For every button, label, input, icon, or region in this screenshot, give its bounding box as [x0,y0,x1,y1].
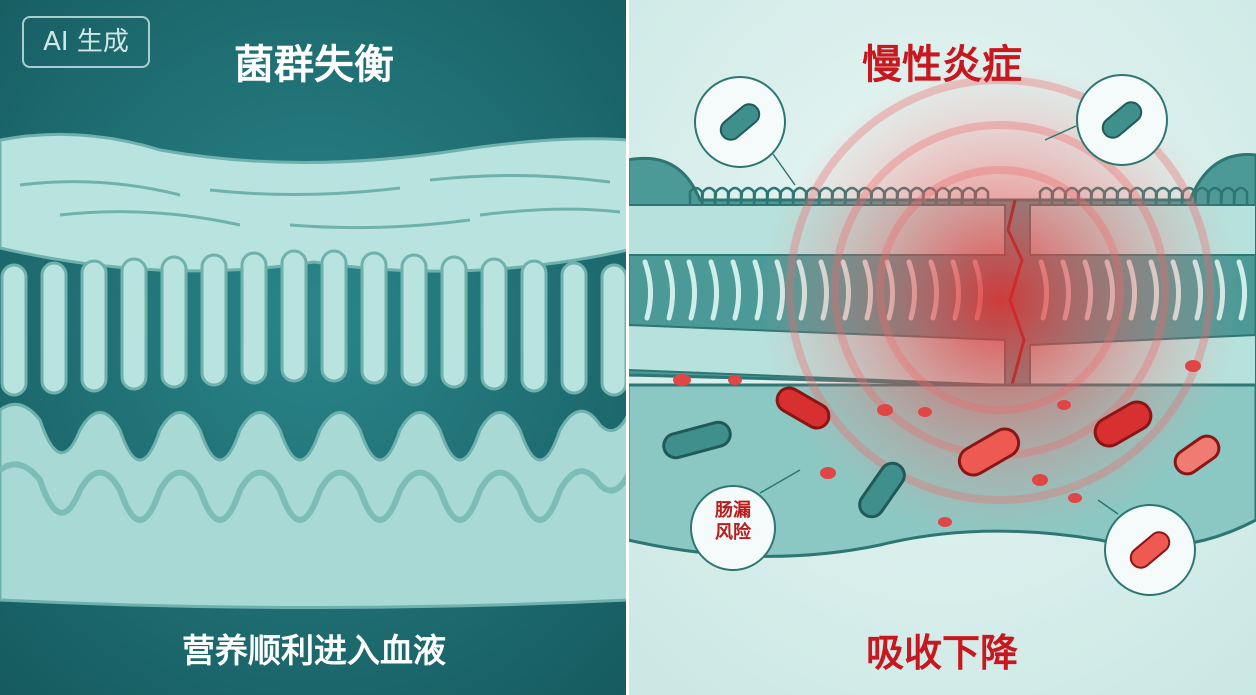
villus [600,263,628,397]
villus [280,249,308,383]
leaky-gut-label: 肠漏 风险 [703,500,763,544]
villus [686,259,697,321]
villus [642,259,653,321]
villus [360,251,388,385]
villus [440,255,468,389]
villus [80,259,108,393]
capsule [1173,434,1221,476]
left-villi [0,249,628,397]
right-caption: 吸收下降 [865,631,1018,675]
left-mucus-layer [0,132,630,273]
villus [200,253,228,387]
villus [0,263,28,397]
villus [240,251,268,385]
right-panel [626,0,1256,695]
left-panel [0,0,631,695]
villus [560,261,588,395]
right-title: 慢性炎症 [862,42,1022,88]
bacteria [662,386,1221,519]
leaky-gut-label-line2: 风险 [715,522,751,543]
villus [320,249,348,383]
left-caption: 营养顺利进入血液 [182,631,446,670]
villus [480,257,508,391]
bacterium-teal [662,420,732,460]
villus [1236,259,1247,321]
callout-bacteria [719,101,1171,569]
bacterium-red [957,427,1021,477]
red-particles [673,360,1201,527]
villus [664,259,675,321]
villus [708,259,719,321]
bacterium-red [1093,400,1153,448]
bacterium-teal [858,461,906,519]
panel-divider [626,0,629,695]
callout-lines [759,125,1119,515]
villus [40,261,68,395]
bacterium-red [775,386,831,430]
leaky-gut-label-line1: 肠漏 [715,500,751,521]
villus [160,255,188,389]
villus [120,257,148,391]
left-mucus-cells [19,173,621,230]
villus [730,259,741,321]
ai-generated-badge: AI 生成 [22,16,150,68]
left-title: 菌群失衡 [234,42,394,88]
villus [520,259,548,393]
villus [400,253,428,387]
